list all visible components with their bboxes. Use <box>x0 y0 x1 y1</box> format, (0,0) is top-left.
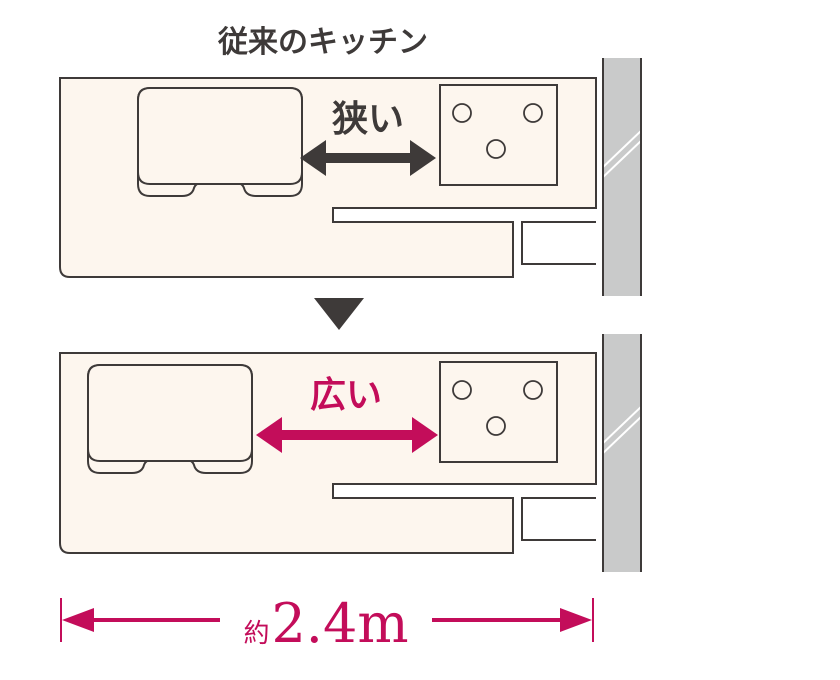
diagram-title: 従来のキッチン <box>217 25 428 60</box>
kitchen-before: 狭い <box>59 58 642 296</box>
cabinet-notch-before <box>521 221 596 265</box>
sink-icon <box>137 87 303 197</box>
narrow-arrow <box>300 140 436 176</box>
sink-icon <box>87 364 253 474</box>
width-dimension: 約2.4m <box>60 592 594 655</box>
stove-icon <box>439 84 558 186</box>
cabinet-notch-after <box>521 497 596 541</box>
dimension-label: 約2.4m <box>243 592 408 655</box>
wide-label: 広い <box>310 374 382 416</box>
narrow-label: 狭い <box>332 98 404 140</box>
stove-icon <box>439 361 558 463</box>
down-triangle-icon <box>314 298 364 330</box>
kitchen-after: 広い <box>59 334 642 572</box>
wide-arrow <box>256 417 438 453</box>
dimension-prefix: 約 <box>243 619 269 649</box>
wall-before <box>602 58 642 296</box>
wall-after <box>602 334 642 572</box>
dimension-value: 2.4m <box>271 592 408 655</box>
